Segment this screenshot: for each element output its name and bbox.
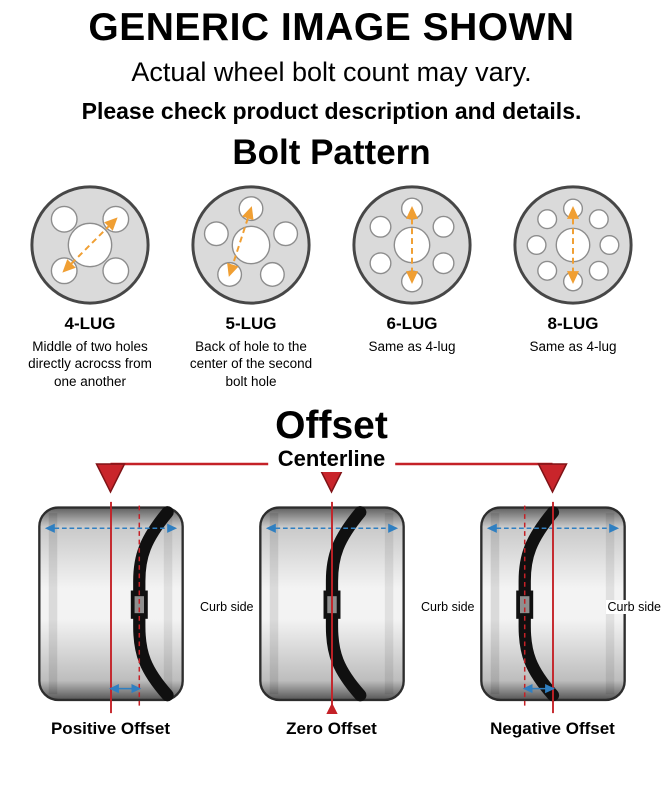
positive-offset-column: Curb side Positive Offset bbox=[0, 500, 256, 739]
curb-side-label: Curb side bbox=[605, 600, 663, 615]
disclaimer-note: Please check product description and det… bbox=[81, 98, 582, 124]
negative-offset-column: Curb side Negative Offset bbox=[442, 500, 663, 739]
bolt-pattern-heading: Bolt Pattern bbox=[232, 133, 431, 172]
centerline-label: Centerline bbox=[267, 445, 396, 472]
5-lug-pattern: 5-LUG Back of hole to the center of the … bbox=[173, 181, 329, 390]
5-lug-label: 5-LUG bbox=[225, 314, 277, 333]
centerline-indicator: Centerline bbox=[0, 445, 663, 500]
4-lug-label: 4-LUG bbox=[64, 314, 116, 333]
offset-diagrams-row: Curb side Positive Offset Curb side Zero… bbox=[0, 500, 663, 739]
5-lug-wheel-icon bbox=[191, 185, 311, 305]
8-lug-label: 8-LUG bbox=[547, 314, 599, 333]
positive-offset-label: Positive Offset bbox=[50, 718, 171, 738]
page-title: GENERIC IMAGE SHOWN bbox=[88, 6, 575, 49]
6-lug-description: Same as 4-lug bbox=[368, 339, 456, 354]
4-lug-description: Middle of two holes directly acrocss fro… bbox=[28, 339, 152, 389]
4-lug-wheel-icon bbox=[30, 185, 150, 305]
8-lug-description: Same as 4-lug bbox=[529, 339, 617, 354]
subtitle: Actual wheel bolt count may vary. bbox=[131, 57, 532, 87]
zero-offset-column: Curb side Zero Offset bbox=[221, 500, 477, 739]
6-lug-wheel-icon bbox=[352, 185, 472, 305]
4-lug-pattern: 4-LUG Middle of two holes directly acroc… bbox=[12, 181, 168, 390]
zero-offset-wheel-icon bbox=[258, 501, 405, 714]
6-lug-label: 6-LUG bbox=[386, 314, 438, 333]
6-lug-pattern: 6-LUG Same as 4-lug bbox=[334, 181, 490, 390]
curb-side-label: Curb side bbox=[198, 600, 256, 615]
5-lug-description: Back of hole to the center of the second… bbox=[189, 339, 313, 389]
offset-heading: Offset bbox=[275, 403, 388, 447]
bolt-pattern-row: 4-LUG Middle of two holes directly acroc… bbox=[0, 173, 663, 390]
zero-offset-label: Zero Offset bbox=[286, 718, 377, 738]
8-lug-wheel-icon bbox=[513, 185, 633, 305]
8-lug-pattern: 8-LUG Same as 4-lug bbox=[495, 181, 651, 390]
positive-offset-wheel-icon bbox=[37, 501, 184, 713]
negative-offset-label: Negative Offset bbox=[490, 718, 615, 738]
curb-side-label: Curb side bbox=[419, 600, 477, 615]
